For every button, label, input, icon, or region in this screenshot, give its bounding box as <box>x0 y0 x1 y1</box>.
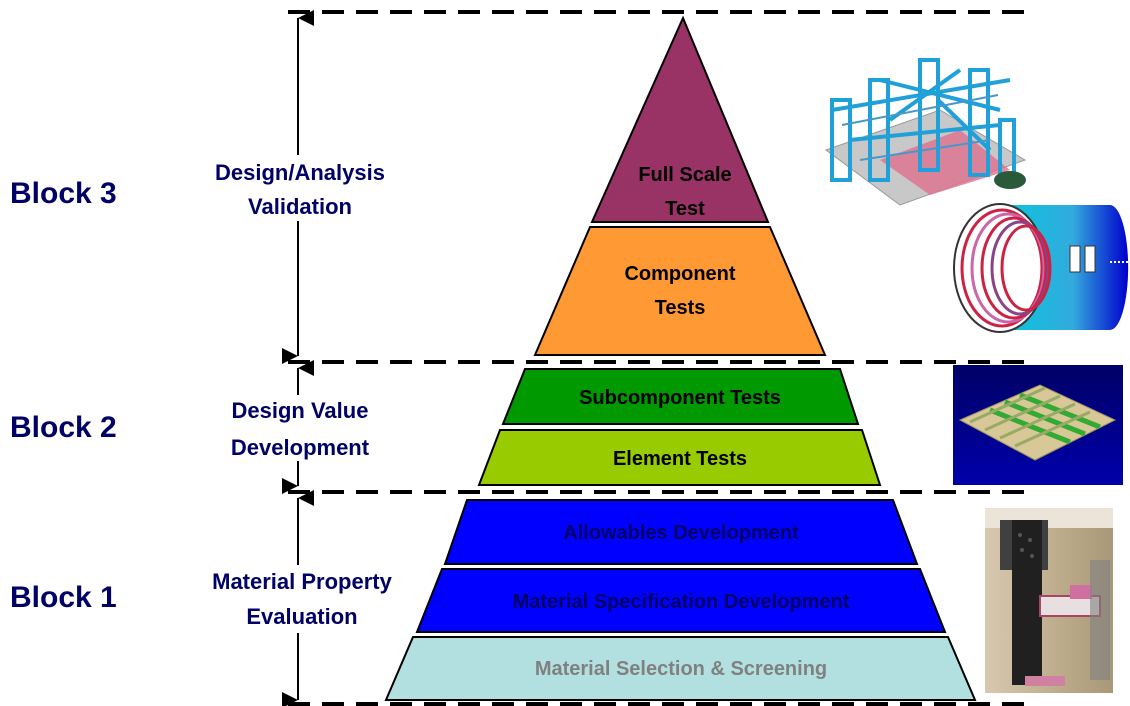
tier-component-tests-line1: Component <box>624 263 735 285</box>
tier-full-scale-test-line1: Full Scale <box>638 164 731 186</box>
phase-label-block2: Design Value Development <box>198 395 402 461</box>
block1-label: Block 1 <box>10 581 117 614</box>
block3-label: Block 3 <box>10 177 117 210</box>
tier-full-scale-test <box>590 15 770 223</box>
tier-material-specification-development <box>415 568 947 633</box>
tier-component-tests <box>533 226 827 356</box>
tier-material-selection-screening <box>384 636 977 701</box>
coupon-test-photo <box>985 508 1113 693</box>
phase-label-block2-line1: Design Value <box>232 398 369 423</box>
block-dividers <box>288 10 1030 706</box>
tier-allowables-development-label: Allowables Development <box>563 522 799 544</box>
full-scale-structure-image <box>816 40 1028 211</box>
tier-element-tests <box>477 429 882 486</box>
phase-label-block1-line2: Evaluation <box>246 604 357 629</box>
phase-label-block2-line2: Development <box>231 435 370 460</box>
tier-subcomponent-tests <box>501 368 860 425</box>
tier-full-scale-test-line2: Test <box>665 198 705 220</box>
tier-subcomponent-tests-label: Subcomponent Tests <box>579 387 781 409</box>
tier-component-tests-line2: Tests <box>655 297 706 319</box>
block2-label: Block 2 <box>10 411 117 444</box>
tier-material-specification-development-label: Material Specification Development <box>513 591 850 613</box>
tier-material-selection-screening-label: Material Selection & Screening <box>535 658 827 680</box>
phase-label-block3: Design/Analysis Validation <box>178 155 416 221</box>
phase-label-block3-line2: Validation <box>248 194 352 219</box>
phase-label-block1: Material Property Evaluation <box>178 565 428 633</box>
phase-label-block1-line1: Material Property <box>212 569 392 594</box>
phase-label-block3-line1: Design/Analysis <box>215 160 385 185</box>
tier-element-tests-label: Element Tests <box>613 448 747 470</box>
stiffened-panel-image <box>953 365 1123 485</box>
tier-allowables-development <box>443 499 919 565</box>
pyramid <box>384 15 977 701</box>
fuselage-barrel-image <box>952 200 1130 345</box>
